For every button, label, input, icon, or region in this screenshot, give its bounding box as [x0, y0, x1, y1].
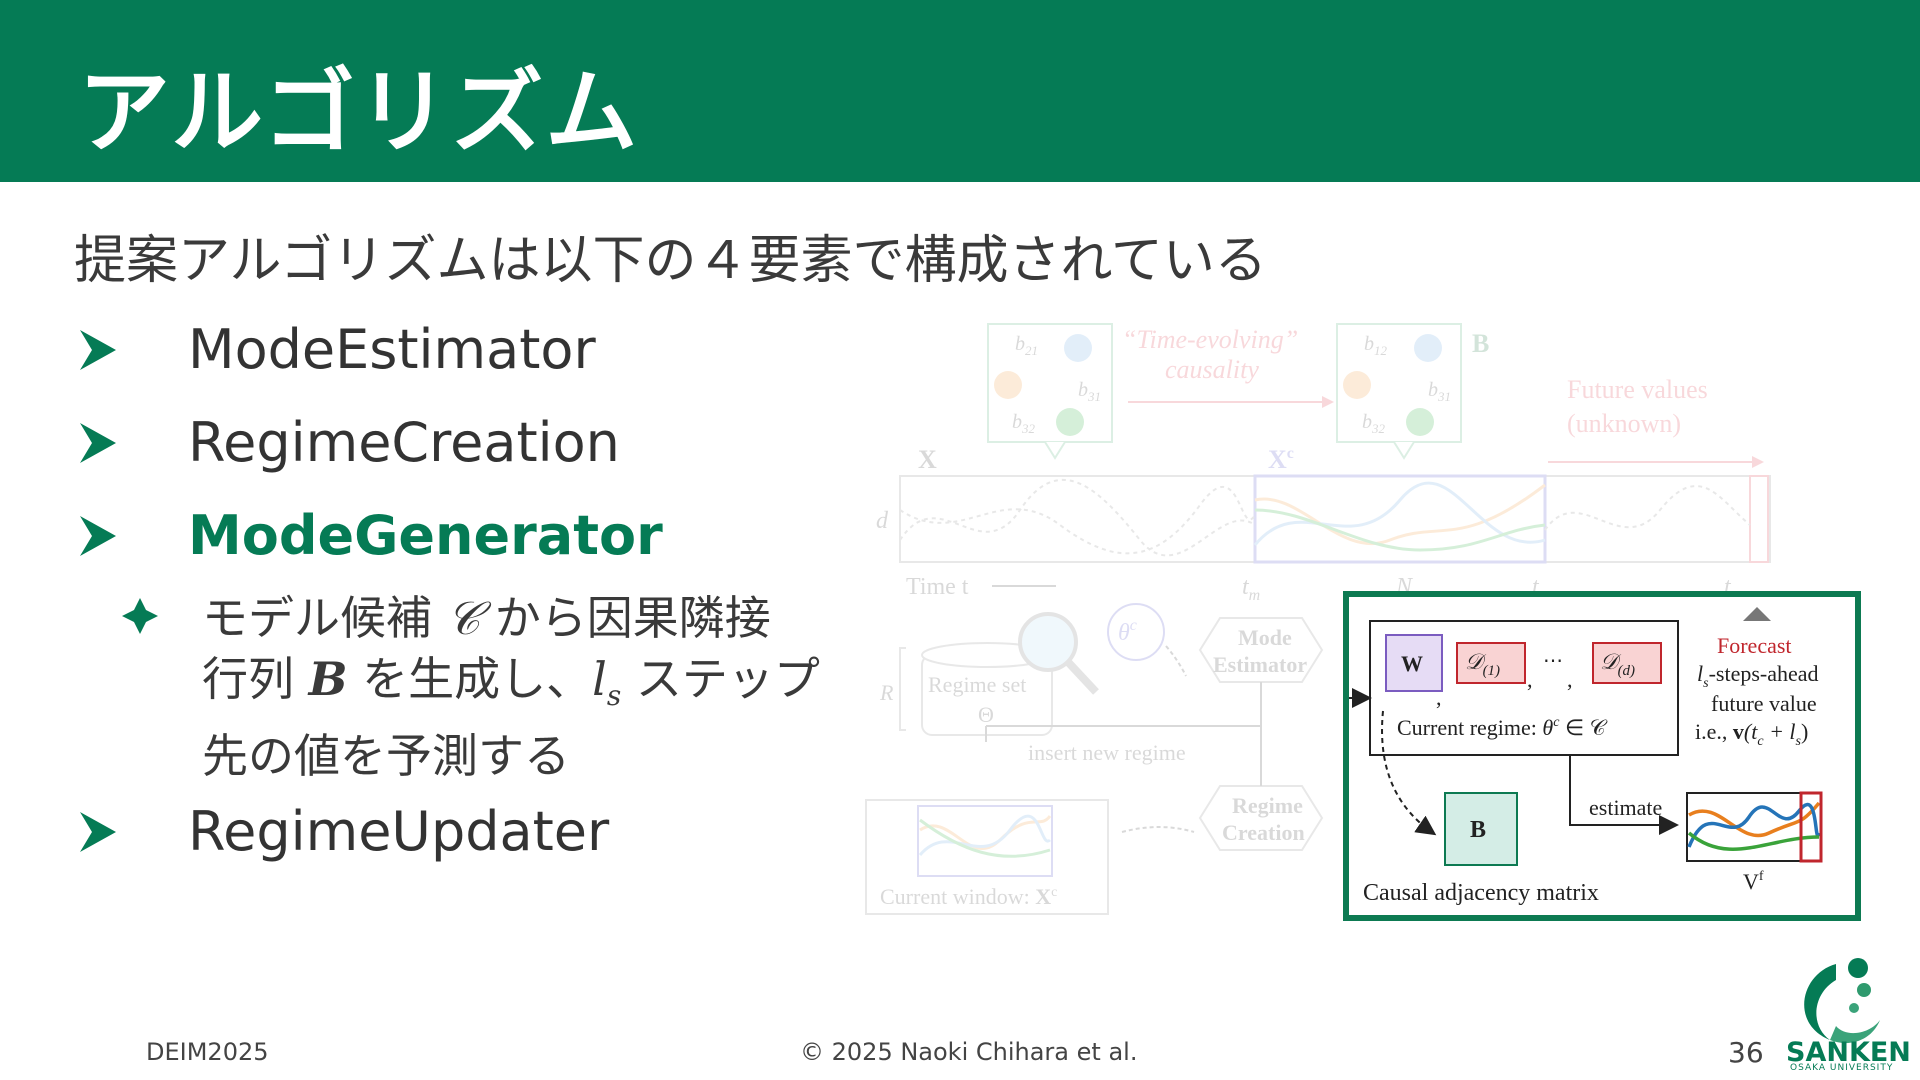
svg-text:insert new regime: insert new regime — [1028, 740, 1186, 765]
svg-text:𝒟(d): 𝒟(d) — [1600, 649, 1635, 679]
svg-text:Regime: Regime — [1232, 793, 1303, 818]
svg-text:b31: b31 — [1428, 379, 1451, 404]
svg-text:causality: causality — [1165, 355, 1259, 384]
svg-text:X: X — [918, 445, 937, 474]
title-bar: アルゴリズム — [0, 0, 1920, 182]
slide-subtitle: 提案アルゴリズムは以下の４要素で構成されている — [74, 231, 1267, 291]
arrowhead-bullet-icon — [80, 422, 116, 463]
svg-text:Regime set: Regime set — [928, 672, 1026, 697]
svg-text:W: W — [1401, 651, 1423, 676]
bullet-label: RegimeUpdater — [188, 800, 610, 863]
sub-bullet: モデル候補 𝒞 から因果隣接 行列 B を生成し、ls ステップ 先の値を予測す… — [120, 588, 862, 787]
svg-text:Time t: Time t — [906, 574, 969, 600]
diamond-bullet-icon — [122, 598, 158, 634]
svg-text:θc: θc — [1118, 617, 1137, 646]
svg-text:b32: b32 — [1012, 411, 1036, 436]
bullet-item-regime-updater: RegimeUpdater — [78, 800, 609, 863]
svg-text:Current regime: θc ∈ 𝒞: Current regime: θc ∈ 𝒞 — [1397, 715, 1608, 740]
svg-text:b31: b31 — [1078, 379, 1101, 404]
bullet-label: ModeEstimator — [188, 318, 596, 381]
svg-text:(unknown): (unknown) — [1567, 409, 1681, 438]
svg-text:future value: future value — [1711, 691, 1817, 716]
bullet-label: RegimeCreation — [188, 411, 620, 474]
svg-text:Future values: Future values — [1567, 375, 1708, 404]
svg-text:d: d — [876, 508, 889, 534]
svg-text:B: B — [1470, 817, 1486, 843]
svg-text:i.e., v(tc + ls): i.e., v(tc + ls) — [1695, 719, 1808, 749]
arrowhead-bullet-icon — [80, 515, 116, 556]
svg-text:,: , — [1567, 667, 1573, 692]
svg-text:Current window: Xc: Current window: Xc — [880, 884, 1057, 909]
svg-text:B: B — [1472, 329, 1489, 358]
page-title: アルゴリズム — [78, 59, 640, 166]
mode-generator-diagram: W , 𝒟(1) , ⋯ , 𝒟(d) Current regime: θc ∈… — [1349, 607, 1823, 906]
svg-text:R: R — [879, 680, 894, 705]
footer-copyright: © 2025 Naoki Chihara et al. — [800, 1038, 1138, 1066]
footer-conference: DEIM2025 — [146, 1038, 269, 1066]
svg-text:Forecast: Forecast — [1717, 633, 1792, 658]
svg-text:𝒟(1): 𝒟(1) — [1465, 649, 1500, 679]
svg-text:b21: b21 — [1015, 333, 1038, 358]
svg-text:estimate: estimate — [1589, 795, 1662, 820]
arrowhead-bullet-icon — [80, 811, 116, 852]
bullet-label-active: ModeGenerator — [188, 504, 663, 567]
bullet-item-regime-creation: RegimeCreation — [78, 411, 620, 474]
svg-text:b32: b32 — [1362, 411, 1386, 436]
faded-framework-diagram: b21 b31 b32 “Time-evolving” causality b1… — [865, 323, 1771, 915]
arrowhead-bullet-icon — [80, 329, 116, 370]
sub-bullet-text: モデル候補 𝒞 から因果隣接 行列 B を生成し、ls ステップ 先の値を予測す… — [202, 591, 820, 784]
svg-text:Estimator: Estimator — [1213, 652, 1307, 677]
svg-text:,: , — [1436, 685, 1442, 710]
svg-text:b12: b12 — [1364, 333, 1388, 358]
svg-text:⋯: ⋯ — [1543, 650, 1563, 672]
svg-text:Vf: Vf — [1743, 869, 1764, 894]
svg-text:“Time-evolving”: “Time-evolving” — [1122, 325, 1298, 354]
svg-text:t: t — [1724, 574, 1732, 600]
svg-text:Xc: Xc — [1268, 445, 1294, 474]
logo-subtext: OSAKA UNIVERSITY — [1790, 1063, 1894, 1073]
mode-generator-panel: W , 𝒟(1) , ⋯ , 𝒟(d) Current regime: θc ∈… — [1343, 591, 1861, 921]
svg-text:Causal adjacency matrix: Causal adjacency matrix — [1363, 880, 1599, 906]
svg-text:Mode: Mode — [1238, 625, 1292, 650]
svg-text:ls-steps-ahead: ls-steps-ahead — [1697, 661, 1819, 691]
svg-text:,: , — [1527, 667, 1533, 692]
svg-text:Creation: Creation — [1222, 820, 1305, 845]
logo-wordmark: SANKEN — [1786, 1037, 1911, 1068]
svg-text:tm: tm — [1242, 574, 1260, 604]
page-number: 36 — [1728, 1036, 1764, 1069]
svg-text:Θ: Θ — [978, 702, 994, 727]
bullet-item-mode-generator: ModeGenerator — [78, 504, 663, 567]
sanken-logo-icon — [1804, 958, 1880, 1044]
bullet-item-mode-estimator: ModeEstimator — [78, 318, 596, 381]
